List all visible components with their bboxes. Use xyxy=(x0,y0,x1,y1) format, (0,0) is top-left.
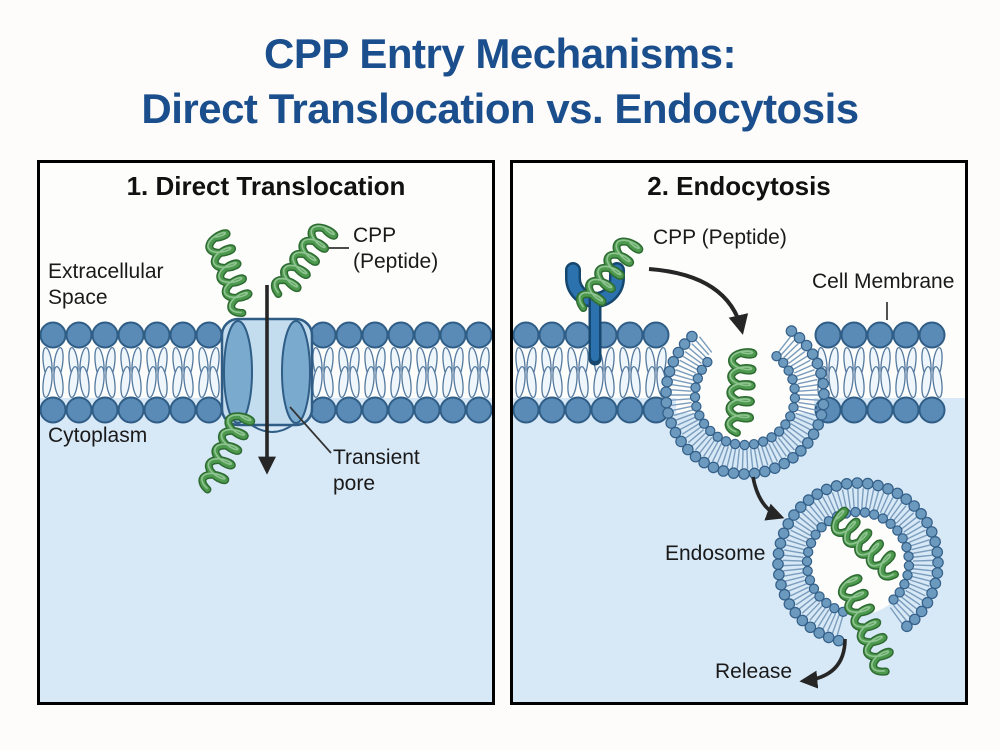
panel-heading-direct-translocation: 1. Direct Translocation xyxy=(126,171,406,201)
cpp-helix xyxy=(205,229,253,317)
cpp-helix xyxy=(270,223,339,299)
diagram-direct-translocation xyxy=(40,223,492,702)
trafficking-arrow xyxy=(751,476,785,521)
lipid-bilayer xyxy=(513,321,670,424)
panel-heading-endocytosis: 2. Endocytosis xyxy=(647,171,831,201)
cpp-helix xyxy=(575,237,644,313)
label-cytoplasm: Cytoplasm xyxy=(48,424,148,447)
page-title-line2: Direct Translocation vs. Endocytosis xyxy=(141,85,859,133)
membrane-invagination xyxy=(660,325,830,480)
label-cell-membrane: Cell Membrane xyxy=(812,270,955,293)
label-cpp-peptide: CPP (Peptide) xyxy=(653,226,787,249)
label-release: Release xyxy=(715,660,793,683)
label-transient-pore: Transient pore xyxy=(333,446,420,496)
cpp-helix xyxy=(198,412,256,494)
label-extracellular-space: Extracellular Space xyxy=(48,260,164,310)
lipid-bilayer xyxy=(309,321,492,424)
panel-direct-translocation: 1. Direct Translocation Extracellular Sp… xyxy=(37,160,495,705)
page-title: CPP Entry Mechanisms: Direct Translocati… xyxy=(0,0,1000,137)
cpp-helix xyxy=(837,574,894,676)
label-pointer-line xyxy=(289,406,332,454)
diagram-endocytosis xyxy=(513,237,965,702)
label-endosome: Endosome xyxy=(665,542,766,565)
panel-endocytosis: 2. Endocytosis CPP (Peptide) Cell Membra… xyxy=(510,160,968,705)
lipid-bilayer xyxy=(40,321,223,424)
page-title-line1: CPP Entry Mechanisms: xyxy=(264,30,736,77)
cpp-helix xyxy=(830,506,899,581)
lipid-bilayer xyxy=(814,321,946,424)
uptake-arrow xyxy=(648,267,749,335)
label-cpp-peptide: CPP (Peptide) xyxy=(353,224,439,274)
release-arrow xyxy=(799,638,847,689)
cpp-helix xyxy=(724,348,758,437)
